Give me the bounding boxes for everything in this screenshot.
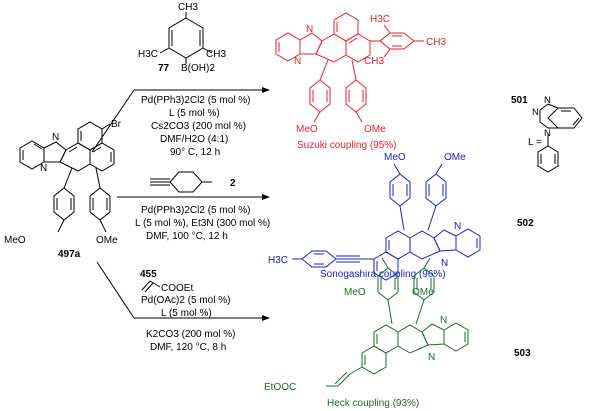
heck-catalyst: Pd(OAc)2 (5 mol %) (141, 295, 230, 306)
suzuki-caption: Suzuki coupling (95%) (297, 140, 397, 151)
heck-solvent-temp: DMF, 120 °C, 8 h (150, 342, 226, 353)
ligand-structure: L = N N N (528, 95, 583, 173)
suzuki-product-number: 501 (511, 95, 528, 106)
tolylacetylene: 2 (150, 171, 236, 193)
start-methoxy-right: OMe (96, 235, 118, 246)
ligand-nitrogen-1: N (544, 95, 551, 106)
start-nitrogen-bridge: N (40, 163, 47, 174)
sonogashira-caption: Sonogashira coupling (96%) (320, 269, 446, 280)
mesitylboronic-acid: CH3 H3C CH3 77 B(OH)2 (138, 2, 226, 74)
heck-base: K2CO3 (200 mol %) (146, 329, 235, 340)
ligand-nitrogen-2: N (532, 107, 539, 118)
boronic-top-methyl: CH3 (178, 2, 198, 13)
start-nitrogen-top: N (52, 132, 59, 143)
suzuki-base: Cs2CO3 (200 mol %) (151, 121, 246, 132)
start-compound-number: 497a (58, 249, 81, 260)
sonogashira-product-methyl: H3C (268, 255, 288, 266)
suzuki-product-methyl-para: CH3 (426, 37, 446, 48)
reaction-arrows (91, 87, 270, 321)
sonogashira-ligand-base: L (5 mol %), Et3N (300 mol %) (135, 218, 270, 229)
sonogashira-product-number: 502 (517, 218, 534, 229)
heck-product-nitrogen-top: N (428, 352, 435, 363)
product-501: H3C CH3 CH3 N N MeO OMe Suzuki coupling … (275, 12, 528, 151)
heck-product-methoxy-right: OMe (412, 287, 434, 298)
suzuki-temperature: 90° C, 12 h (170, 147, 220, 158)
sonogashira-catalyst: Pd(PPh3)2Cl2 (5 mol %) (141, 205, 250, 216)
heck-conditions: Pd(OAc)2 (5 mol %) L (5 mol %) K2CO3 (20… (141, 295, 235, 353)
boronic-acid-group: B(OH)2 (181, 63, 215, 74)
product-502: N N H3C MeO OMe Sonogashira coupling (96… (268, 152, 534, 281)
sonogashira-product-methoxy-right: OMe (444, 152, 466, 163)
heck-product-number: 503 (514, 348, 531, 359)
suzuki-conditions: Pd(PPh3)2Cl2 (5 mol %) L (5 mol %) Cs2CO… (141, 95, 250, 158)
suzuki-product-methoxy-left: MeO (296, 124, 318, 135)
boronic-right-methyl: CH3 (206, 49, 226, 60)
boronic-left-methyl: H3C (138, 49, 158, 60)
ethyl-acrylate: 455 COOEt (140, 269, 193, 294)
boronic-compound-number: 77 (158, 63, 170, 74)
heck-product-nitrogen-bridge: N (440, 315, 447, 326)
suzuki-ligand: L (5 mol %) (169, 108, 220, 119)
alkyne-compound-number: 2 (230, 178, 236, 189)
bromine-label: Br (111, 119, 122, 130)
heck-ligand: L (5 mol %) (161, 308, 212, 319)
heck-product-methoxy-left: MeO (344, 287, 366, 298)
heck-caption: Heck coupling (93%) (327, 398, 419, 409)
sonogashira-conditions: Pd(PPh3)2Cl2 (5 mol %) L (5 mol %), Et3N… (135, 205, 270, 242)
ligand-label: L = (528, 137, 542, 148)
suzuki-product-nitrogen-top: N (306, 24, 313, 35)
heck-product-ester: EtOOC (264, 382, 296, 393)
starting-material-497a: Br N N MeO OMe 497a (4, 119, 122, 260)
product-503: N N EtOOC MeO OMe Heck coupling (93%) 50… (264, 257, 531, 409)
start-methoxy-left: MeO (4, 235, 26, 246)
sonogashira-product-nitrogen-bridge: N (454, 221, 461, 232)
sonogashira-solvent-temp: DMF, 100 °C, 12 h (146, 231, 228, 242)
suzuki-product-nitrogen-bridge: N (294, 56, 301, 67)
suzuki-product-methyl-ortho: CH3 (364, 56, 384, 67)
sonogashira-product-nitrogen-top: N (441, 258, 448, 269)
acrylate-ester-group: COOEt (161, 283, 193, 294)
acrylate-compound-number: 455 (140, 269, 157, 280)
suzuki-product-methyl-left: H3C (370, 14, 390, 25)
suzuki-product-methoxy-right: OMe (364, 124, 386, 135)
sonogashira-product-methoxy-left: MeO (384, 152, 406, 163)
suzuki-solvent: DMF/H2O (4:1) (160, 134, 228, 145)
suzuki-catalyst: Pd(PPh3)2Cl2 (5 mol %) (141, 95, 250, 106)
ligand-nitrogen-3: N (544, 128, 551, 139)
